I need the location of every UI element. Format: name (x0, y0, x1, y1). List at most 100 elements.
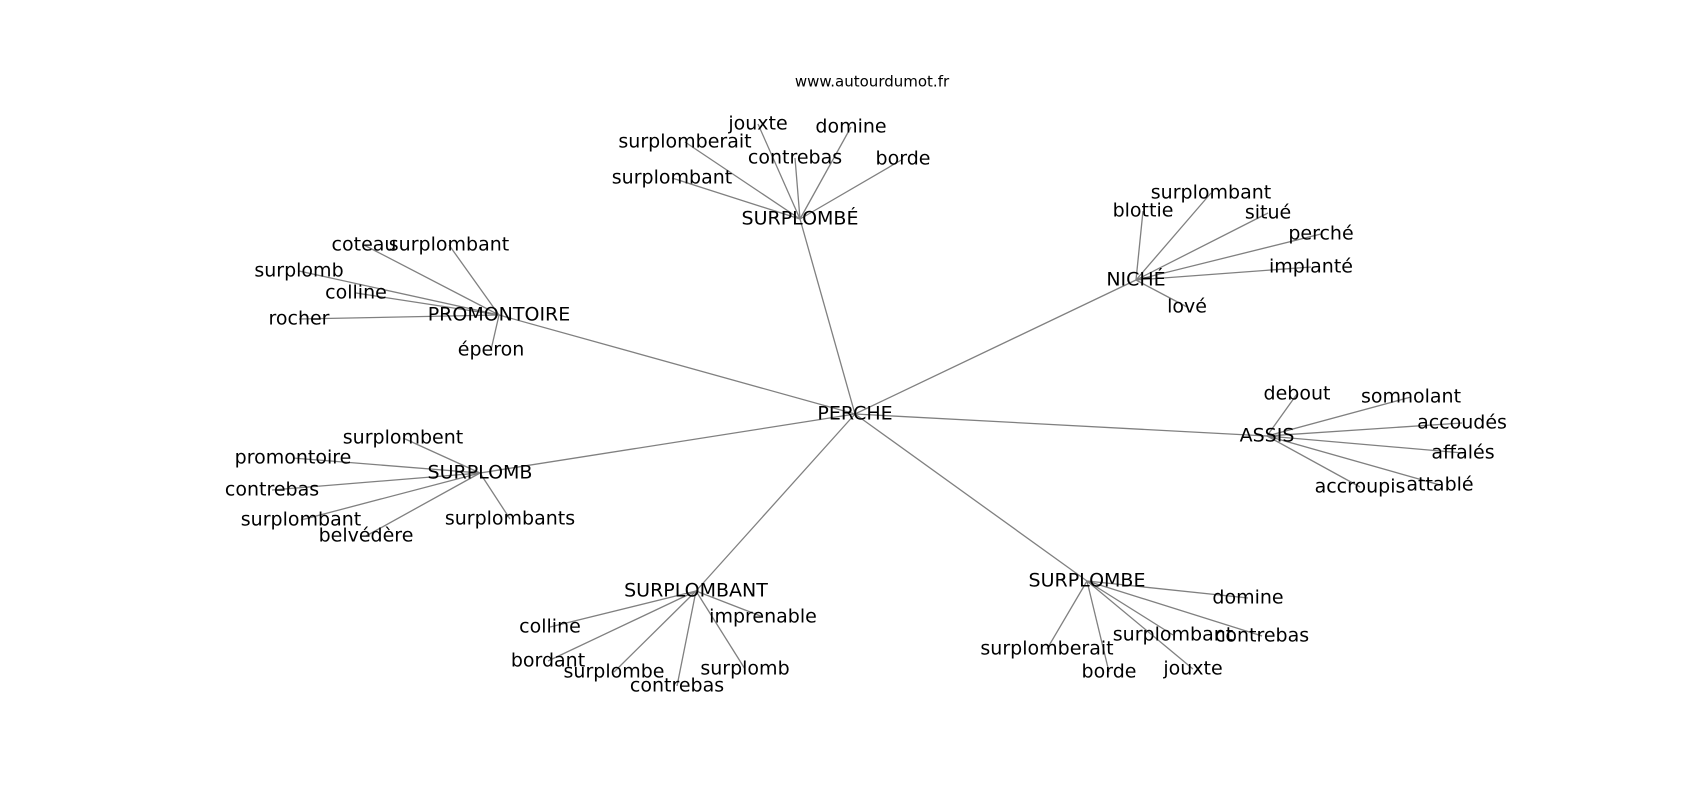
leaf-node-surplombe-domine[interactable]: domine (1212, 587, 1283, 609)
edge-root-promontoire (498, 314, 856, 415)
leaf-node-surplombe-accent-jouxte[interactable]: jouxte (727, 113, 787, 135)
leaf-node-surplomb-surplombant[interactable]: surplombant (241, 509, 361, 531)
edge-niche-love (1135, 279, 1188, 308)
leaf-node-assis-accoudes[interactable]: accoudés (1417, 412, 1507, 434)
hub-node-surplombe[interactable]: SURPLOMBE (1029, 570, 1146, 592)
leaf-node-surplombe-accent-borde[interactable]: borde (876, 148, 931, 170)
edge-promontoire-surplomb (298, 270, 500, 316)
graph-edges (271, 123, 1464, 687)
leaf-node-surplomb-surplombants[interactable]: surplombants (445, 508, 575, 530)
hub-node-surplombe-accent[interactable]: SURPLOMBÉ (742, 207, 859, 230)
edge-root-assis (854, 413, 1268, 437)
edge-surplombe-accent-domine (799, 126, 852, 220)
edge-niche-surplombant (1135, 192, 1212, 281)
leaf-node-surplombant-imprenable[interactable]: imprenable (709, 606, 817, 628)
edge-root-surplombe-accent (799, 218, 856, 415)
leaf-node-surplombe-accent-surplomberait[interactable]: surplomberait (618, 131, 751, 153)
edge-promontoire-coteau (363, 244, 500, 316)
edge-surplombe-contrebas (1086, 580, 1263, 637)
edge-surplomb-contrebas (271, 472, 481, 491)
leaf-node-niche-implante[interactable]: implanté (1269, 256, 1353, 278)
leaf-node-promontoire-rocher[interactable]: rocher (268, 308, 329, 330)
hub-node-surplomb[interactable]: SURPLOMB (428, 462, 533, 484)
hub-node-promontoire[interactable]: PROMONTOIRE (428, 304, 571, 326)
hub-node-assis[interactable]: ASSIS (1240, 425, 1295, 447)
edge-promontoire-surplombant (448, 244, 500, 316)
leaf-node-promontoire-coteau[interactable]: coteau (332, 234, 397, 256)
edge-root-surplombant (695, 413, 856, 592)
leaf-node-surplombe-surplomberait[interactable]: surplomberait (980, 638, 1113, 660)
leaf-node-surplombe-borde[interactable]: borde (1082, 661, 1137, 683)
leaf-node-surplombe-accent-surplombant[interactable]: surplombant (612, 167, 732, 189)
leaf-node-surplombe-accent-contrebas[interactable]: contrebas (748, 147, 842, 169)
leaf-node-promontoire-surplombant[interactable]: surplombant (389, 234, 509, 256)
leaf-node-niche-blottie[interactable]: blottie (1113, 200, 1174, 222)
leaf-node-surplomb-surplombent[interactable]: surplombent (343, 427, 463, 449)
edge-assis-attable (1266, 435, 1441, 486)
leaf-node-assis-attable[interactable]: attablé (1406, 474, 1473, 496)
leaf-node-promontoire-colline[interactable]: colline (325, 282, 387, 304)
leaf-node-surplombant-contrebas[interactable]: contrebas (630, 675, 724, 697)
edge-niche-perche (1135, 233, 1322, 281)
watermark-text: www.autourdumot.fr (795, 73, 950, 91)
edge-assis-affales (1266, 435, 1464, 454)
edge-niche-situe (1135, 212, 1269, 281)
edge-surplombe-accent-surplombant (671, 177, 801, 220)
edge-surplomb-promontoire (292, 457, 481, 474)
edge-surplombant-contrebas (676, 590, 697, 687)
leaf-node-surplombe-surplombant[interactable]: surplombant (1113, 624, 1233, 646)
leaf-node-niche-surplombant[interactable]: surplombant (1151, 182, 1271, 204)
edge-surplombe-accent-surplomberait (684, 141, 801, 220)
edge-surplombe-surplomberait (1046, 580, 1088, 650)
edge-surplombe-jouxte (1086, 580, 1194, 670)
hub-node-surplombant[interactable]: SURPLOMBANT (624, 580, 768, 602)
edge-assis-somnolant (1266, 396, 1412, 437)
leaf-node-assis-debout[interactable]: debout (1264, 383, 1331, 405)
edge-root-surplombe (854, 413, 1088, 582)
leaf-node-promontoire-surplomb[interactable]: surplomb (254, 260, 343, 282)
leaf-node-surplombant-colline[interactable]: colline (519, 616, 581, 638)
leaf-node-surplombe-jouxte[interactable]: jouxte (1162, 658, 1222, 680)
edge-promontoire-rocher (298, 314, 500, 320)
edge-surplombant-bordant (547, 590, 697, 662)
edge-surplomb-surplombants (479, 472, 511, 520)
root-node-perche[interactable]: PERCHE (817, 403, 892, 425)
leaf-node-niche-love[interactable]: lové (1167, 296, 1207, 318)
edge-promontoire-colline (355, 292, 500, 316)
leaf-node-surplombe-accent-domine[interactable]: domine (815, 116, 886, 138)
edge-root-surplomb (479, 413, 856, 474)
edge-surplombe-accent-contrebas (794, 157, 801, 220)
edge-surplombe-borde (1086, 580, 1110, 673)
leaf-node-surplomb-promontoire[interactable]: promontoire (235, 447, 352, 469)
edge-promontoire-eperon (490, 314, 500, 351)
leaf-node-surplombe-contrebas[interactable]: contrebas (1215, 625, 1309, 647)
edge-surplomb-surplombent (402, 437, 481, 474)
leaf-node-promontoire-eperon[interactable]: éperon (458, 339, 525, 361)
edge-surplombe-domine (1086, 580, 1249, 599)
graph-labels: www.autourdumot.fr PERCHE SURPLOMBÉ jouxte… (225, 73, 1507, 697)
leaf-node-surplombant-surplombe[interactable]: surplombe (564, 661, 665, 683)
leaf-node-assis-somnolant[interactable]: somnolant (1361, 386, 1461, 408)
edge-surplombe-accent-borde (799, 158, 904, 220)
leaf-node-surplomb-belvedere[interactable]: belvédère (319, 525, 414, 547)
edge-surplombant-imprenable (695, 590, 764, 618)
leaf-node-surplombant-bordant[interactable]: bordant (511, 650, 585, 672)
leaf-node-surplombant-surplomb[interactable]: surplomb (700, 658, 789, 680)
hub-node-niche[interactable]: NICHÉ (1106, 268, 1165, 291)
edge-surplombant-colline (549, 590, 697, 628)
edge-niche-blottie (1135, 210, 1144, 281)
leaf-node-assis-affales[interactable]: affalés (1431, 442, 1494, 464)
edge-root-niche (854, 279, 1137, 415)
leaf-node-surplomb-contrebas[interactable]: contrebas (225, 479, 319, 501)
edge-surplomb-surplombant (300, 472, 481, 521)
edge-surplombe-accent-jouxte (757, 123, 801, 220)
leaf-node-niche-situe[interactable]: situé (1245, 202, 1291, 224)
edge-assis-debout (1266, 393, 1298, 437)
edge-surplombant-surplombe (613, 590, 697, 673)
edge-assis-accroupis (1266, 435, 1361, 488)
leaf-node-niche-perche[interactable]: perché (1288, 223, 1353, 245)
leaf-node-assis-accroupis[interactable]: accroupis (1315, 476, 1406, 498)
edge-surplomb-belvedere (365, 472, 481, 537)
edge-surplombe-surplombant (1086, 580, 1174, 636)
